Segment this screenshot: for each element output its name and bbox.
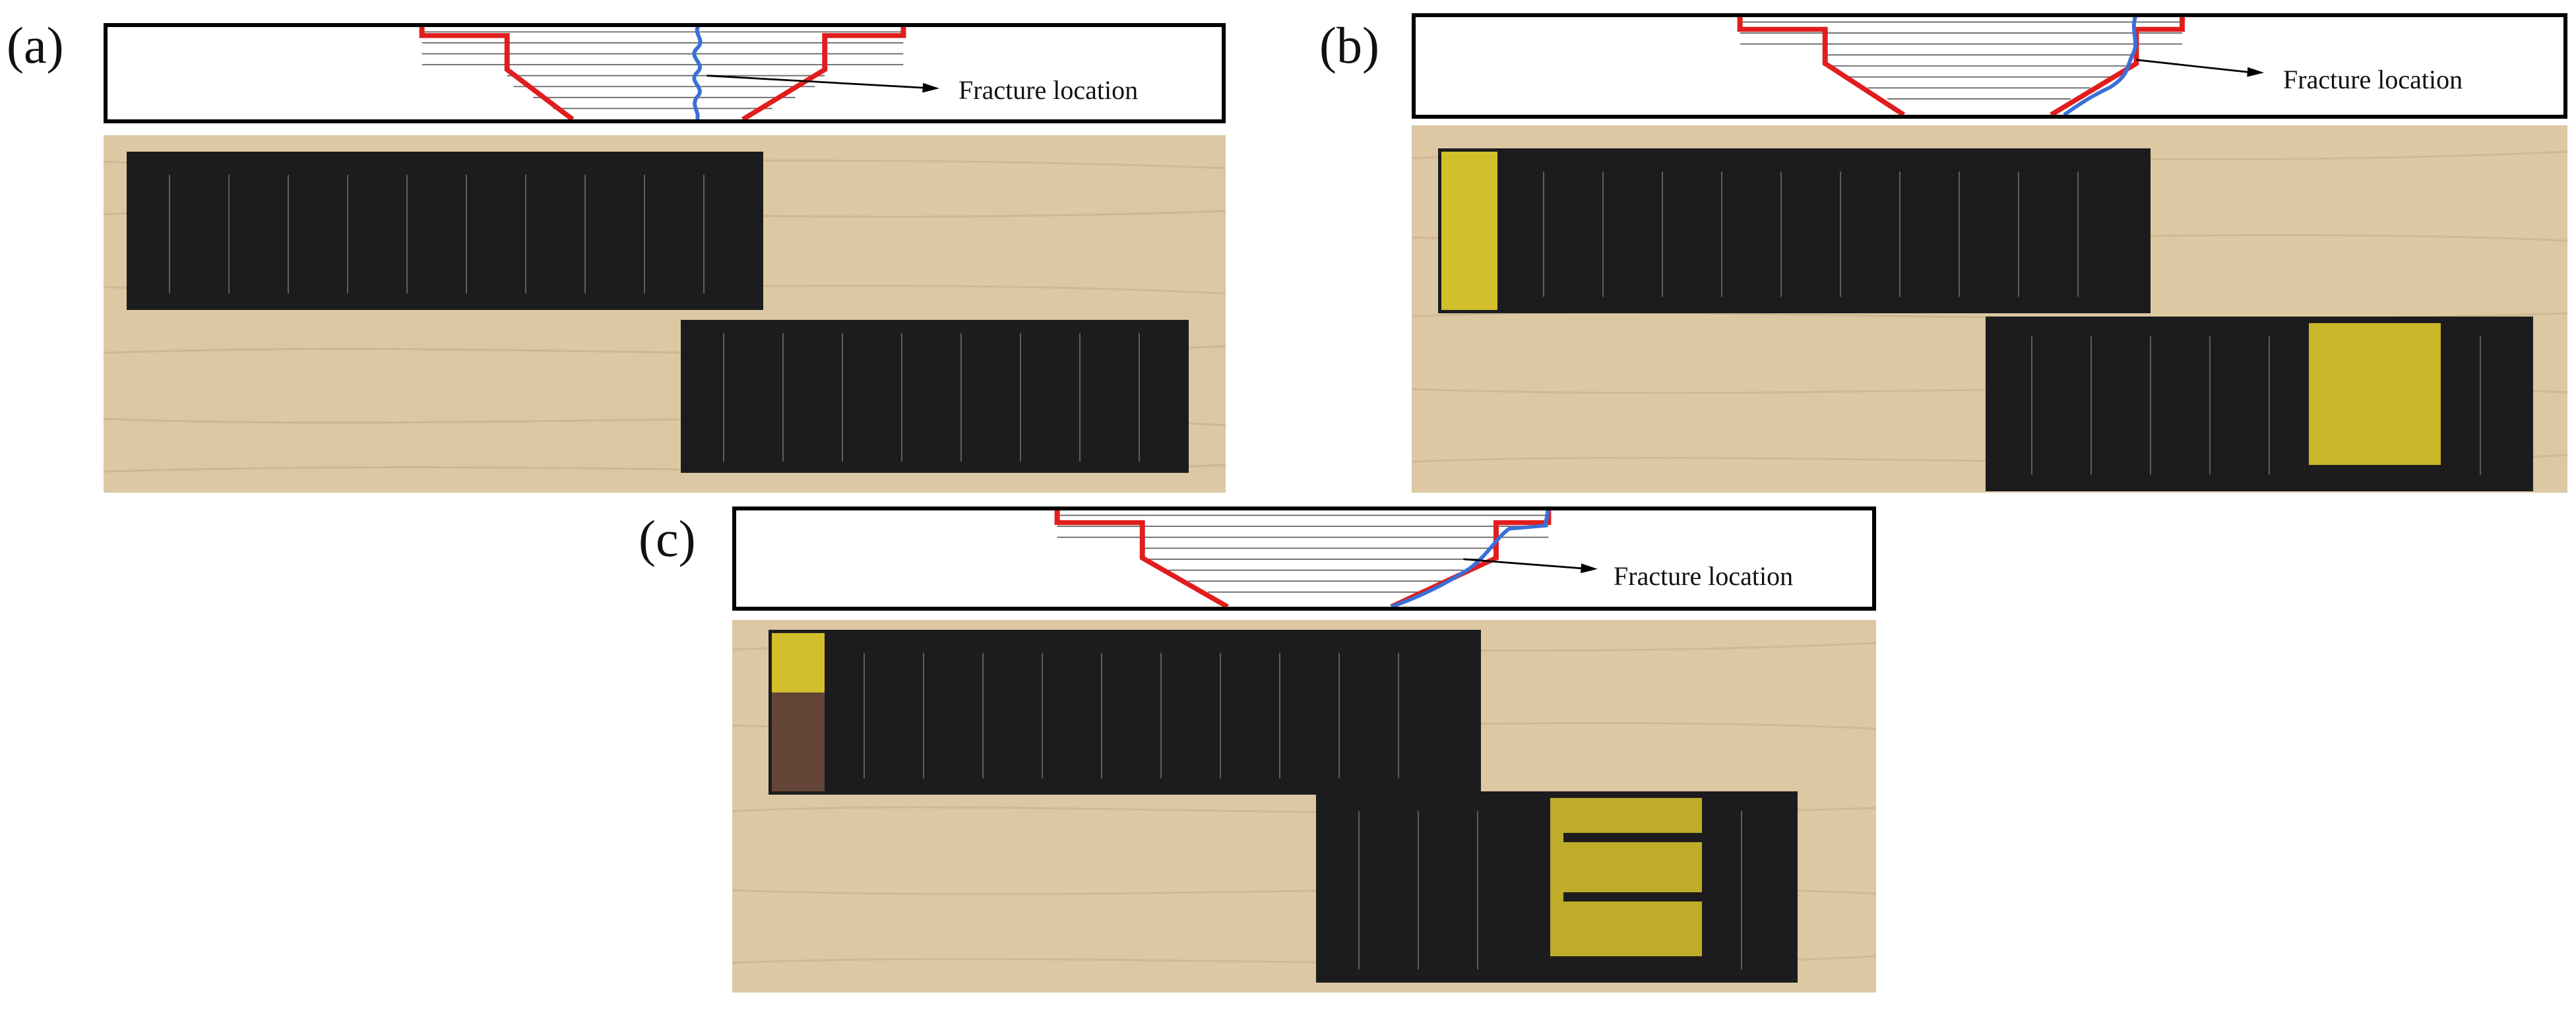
fracture-location-label-c: Fracture location bbox=[1614, 561, 1794, 591]
adherend-outline-right bbox=[741, 27, 906, 119]
adhesive-residue-upper bbox=[772, 633, 825, 692]
joint-schematic-a bbox=[419, 27, 940, 119]
specimen-photo-b bbox=[1412, 125, 2567, 493]
schematic-a: Fracture location bbox=[104, 23, 1226, 123]
specimen-photo-c bbox=[732, 620, 1876, 993]
adherend-outline-left bbox=[419, 27, 575, 119]
adhesive-residue-upper bbox=[1441, 152, 1497, 310]
panel-label-c: (c) bbox=[639, 510, 696, 567]
joint-schematic-b bbox=[1737, 17, 2265, 115]
fracture-path bbox=[692, 27, 703, 119]
specimen-photo-a bbox=[104, 135, 1226, 493]
joint-schematic-c bbox=[1054, 510, 1598, 607]
specimen-upper-half bbox=[127, 152, 763, 310]
fracture-location-label-a: Fracture location bbox=[958, 75, 1139, 105]
specimen-lower-half bbox=[681, 320, 1189, 473]
fracture-location-label-b: Fracture location bbox=[2283, 65, 2463, 94]
panel-label-a: (a) bbox=[7, 16, 64, 74]
adhesive-residue-lower bbox=[2309, 323, 2441, 465]
schematic-b: Fracture location bbox=[1412, 13, 2567, 119]
schematic-c: Fracture location bbox=[732, 506, 1876, 611]
panel-label-b: (b) bbox=[1319, 16, 1379, 74]
adhesive-residue-lower bbox=[1550, 798, 1702, 956]
